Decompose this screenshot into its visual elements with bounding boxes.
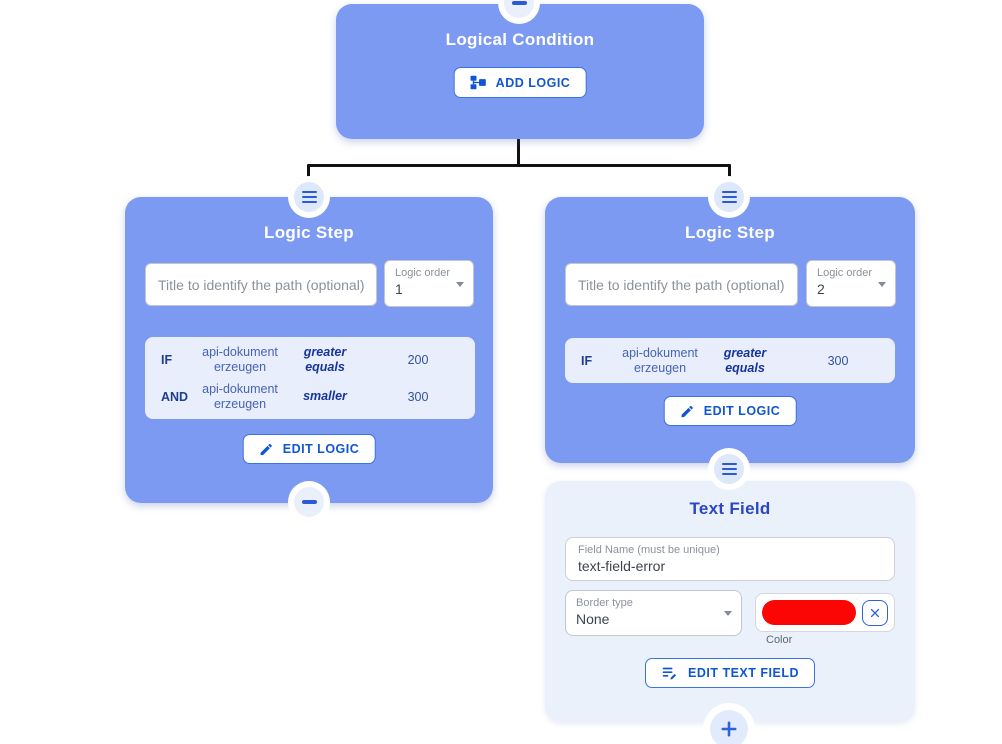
logic-step-node-2: Logic Step Logic order 2 IF api-dokument… [545, 197, 915, 463]
drag-handle-icon [714, 454, 744, 484]
condition-summary: IF api-dokument erzeugen greater equals … [565, 338, 895, 383]
logical-condition-node: Logical Condition ADD LOGIC [336, 4, 704, 139]
chevron-down-icon [456, 281, 464, 287]
condition-join: IF [581, 353, 593, 368]
close-icon [868, 606, 882, 620]
drag-handle-icon [714, 182, 744, 212]
chevron-down-icon [724, 611, 732, 616]
condition-field: api-dokument erzeugen [202, 381, 278, 411]
condition-join: AND [161, 389, 189, 404]
text-field-drag-handle[interactable] [708, 448, 750, 490]
field-name-input[interactable]: Field Name (must be unique) text-field-e… [565, 537, 895, 581]
color-swatch[interactable] [762, 600, 856, 625]
add-logic-button[interactable]: ADD LOGIC [453, 67, 587, 98]
condition-summary: IF api-dokument erzeugen greater equals … [145, 337, 475, 419]
logic-order-value: 1 [395, 281, 403, 297]
condition-field: api-dokument erzeugen [202, 344, 278, 374]
logic-step-node-1: Logic Step Logic order 1 IF api-dokument… [125, 197, 493, 503]
minus-icon [294, 487, 324, 517]
condition-operator: smaller [303, 389, 347, 403]
text-field-node: Text Field Field Name (must be unique) t… [545, 481, 915, 722]
edit-logic-button[interactable]: EDIT LOGIC [663, 396, 797, 426]
condition-operator: greater equals [723, 345, 767, 375]
clear-color-button[interactable] [862, 599, 888, 626]
chevron-down-icon [878, 281, 886, 287]
logic-order-select[interactable]: Logic order 1 [384, 260, 474, 307]
condition-value: 300 [407, 389, 429, 404]
add-child-node-button[interactable] [703, 703, 755, 744]
field-name-value: text-field-error [578, 558, 666, 574]
border-type-value: None [576, 611, 610, 627]
plus-icon [710, 710, 748, 744]
path-title-input[interactable] [565, 263, 798, 306]
color-caption: Color [766, 634, 793, 646]
pencil-icon [259, 442, 274, 457]
path-title-input[interactable] [145, 263, 377, 306]
condition-join: IF [161, 352, 173, 367]
add-logic-label: ADD LOGIC [495, 75, 571, 90]
logical-condition-title: Logical Condition [445, 30, 595, 49]
edit-text-field-label: EDIT TEXT FIELD [688, 666, 799, 680]
edit-text-field-button[interactable]: EDIT TEXT FIELD [645, 658, 815, 688]
minus-icon [504, 0, 534, 18]
connector-line-vertical-top [517, 138, 520, 167]
condition-value: 300 [827, 353, 849, 368]
logic-order-label: Logic order [395, 267, 451, 279]
edit-note-icon [661, 664, 679, 682]
connector-line-horizontal [307, 164, 731, 167]
color-control [755, 593, 895, 632]
logic-step-title: Logic Step [685, 223, 775, 242]
logic-step-2-drag-handle[interactable] [708, 176, 750, 218]
field-name-label: Field Name (must be unique) [578, 544, 720, 556]
logic-order-label: Logic order [817, 267, 873, 279]
edit-logic-label: EDIT LOGIC [703, 404, 781, 418]
border-type-label: Border type [576, 597, 633, 609]
logic-order-value: 2 [817, 281, 825, 297]
logic-order-select[interactable]: Logic order 2 [806, 260, 896, 307]
pencil-icon [680, 404, 695, 419]
edit-logic-label: EDIT LOGIC [282, 442, 360, 456]
border-type-select[interactable]: Border type None [565, 590, 742, 636]
logic-step-1-drag-handle[interactable] [288, 176, 330, 218]
condition-field: api-dokument erzeugen [622, 345, 698, 375]
logic-tree-icon [470, 74, 487, 91]
logic-step-title: Logic Step [264, 223, 354, 242]
text-field-title: Text Field [689, 499, 771, 518]
drag-handle-icon [294, 182, 324, 212]
edit-logic-button[interactable]: EDIT LOGIC [242, 434, 376, 464]
condition-operator: greater equals [303, 344, 347, 374]
condition-value: 200 [407, 352, 429, 367]
logic-step-1-collapse-handle[interactable] [288, 481, 330, 523]
